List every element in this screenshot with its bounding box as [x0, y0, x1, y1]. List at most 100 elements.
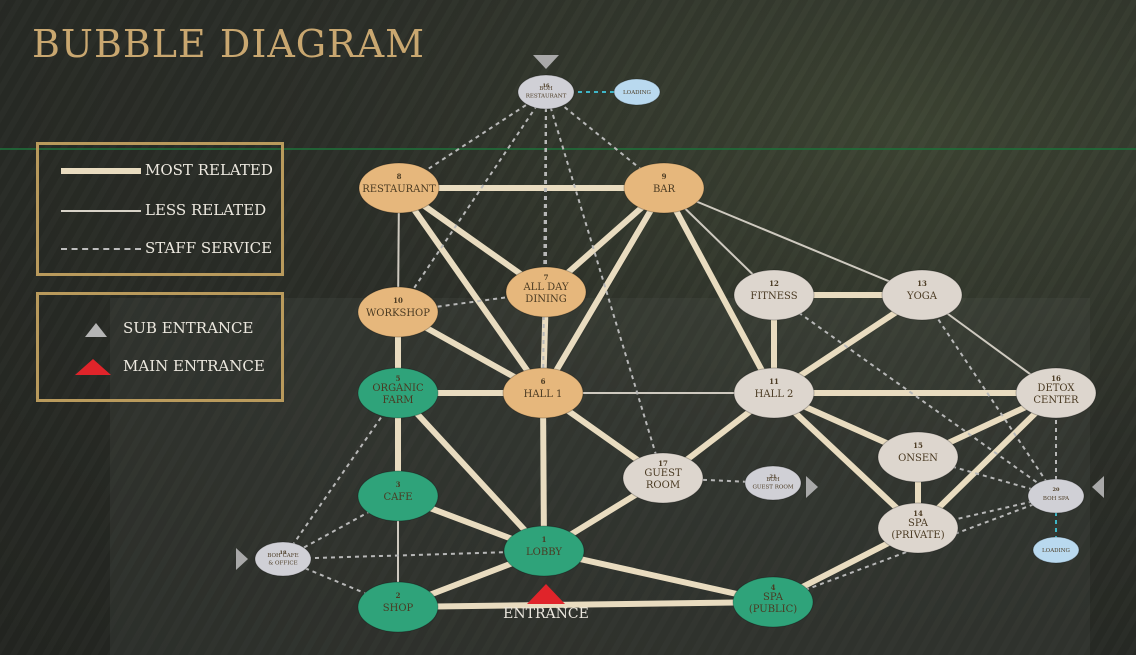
link-most-organic_farm-lobby — [395, 390, 547, 554]
bubble-shape — [357, 367, 439, 419]
page-title: BUBBLE DIAGRAM — [32, 22, 426, 66]
bubble-label: HALL 1 — [524, 389, 563, 400]
bubble-label: CAFE — [383, 492, 412, 503]
bubble-label: (PRIVATE) — [891, 530, 944, 541]
bubble-label: CENTER — [1033, 395, 1079, 406]
bubble-label: LOADING — [623, 90, 651, 96]
bubble-number: 3 — [396, 480, 401, 489]
sub-entrance-icon — [236, 548, 248, 570]
bubble-label: GUEST ROOM — [752, 485, 793, 491]
bubble-label: ONSEN — [898, 453, 938, 464]
legend-relations: MOST RELATED LESS RELATED STAFF SERVICE — [36, 142, 284, 276]
nodes-layer: 16BOHRESTAURANTLOADING8RESTAURANT9BAR7AL… — [254, 74, 1097, 633]
legend-most-related-label: MOST RELATED — [145, 161, 273, 179]
bubble-label: FARM — [382, 395, 413, 406]
bubble-label: DINING — [525, 294, 566, 305]
link-staff-boh_restaurant-hall1 — [542, 91, 547, 394]
bubble-label: BAR — [653, 184, 676, 195]
link-most-hall1-lobby — [540, 392, 547, 552]
bubble-label: (PUBLIC) — [749, 604, 797, 615]
bubble-number: 14 — [913, 509, 923, 518]
bubble-shape — [1027, 478, 1085, 514]
bubble-label: ALL DAY — [522, 282, 569, 293]
bubble-number: 12 — [769, 279, 779, 288]
legend-staff-service-label: STAFF SERVICE — [145, 239, 273, 257]
main-entrance-icon — [527, 584, 565, 604]
bubble-shape — [733, 269, 815, 321]
bubble-shape — [357, 470, 439, 522]
bubble-label: HALL 2 — [755, 389, 794, 400]
divider-line — [0, 148, 1136, 150]
bubble-shape — [503, 525, 585, 577]
staff-service-line-icon — [61, 248, 141, 250]
bubble-shape — [622, 452, 704, 504]
bubble-label: RESTAURANT — [362, 184, 436, 195]
bubble-number: 16 — [543, 83, 550, 89]
bubble-number: 1 — [542, 535, 547, 544]
bubble-label: BOH — [766, 477, 780, 483]
sub-entrance-icon — [806, 476, 818, 498]
bubble-label: GUEST — [644, 468, 682, 479]
bubble-shape — [517, 74, 575, 110]
less-related-line-icon — [61, 210, 141, 212]
bubble-number: 20 — [1053, 487, 1060, 493]
main-entrance-icon — [75, 359, 111, 375]
bubble-number: 17 — [658, 459, 668, 468]
legend-main-entrance: MAIN ENTRANCE — [39, 355, 281, 379]
bubble-label: FITNESS — [750, 291, 797, 302]
link-staff-boh_spa-fitness — [773, 294, 1057, 497]
bubble-number: 8 — [397, 172, 402, 181]
bubble-number: 2 — [396, 591, 401, 600]
bubble-number: 9 — [662, 172, 667, 181]
bubble-label: YOGA — [906, 291, 938, 302]
bubble-shape — [881, 269, 963, 321]
link-most-hall2-spa_private — [771, 390, 921, 531]
link-staff-boh_cafe-cafe — [282, 495, 399, 560]
legend-less-related: LESS RELATED — [39, 199, 281, 223]
link-most-detox-spa_private — [915, 390, 1059, 531]
entrance-markers — [236, 55, 1104, 604]
sub-entrance-icon — [1092, 476, 1104, 498]
bubble-number: 18 — [280, 550, 287, 556]
bubble-label: LOBBY — [526, 547, 562, 558]
bubble-loading-top: LOADING — [613, 78, 661, 106]
bubble-shape — [732, 576, 814, 628]
bubble-number: 6 — [541, 377, 546, 386]
bubble-shape — [623, 162, 705, 214]
link-most-restaurant-hall1 — [396, 186, 546, 395]
legend-entrances: SUB ENTRANCE MAIN ENTRANCE — [36, 292, 284, 402]
bubble-shape — [613, 78, 661, 106]
bubble-label: ORGANIC — [372, 383, 424, 394]
bubble-label: & OFFICE — [268, 561, 297, 567]
legend-sub-entrance-label: SUB ENTRANCE — [123, 319, 254, 337]
sub-entrance-icon — [85, 323, 107, 337]
bubble-number: 21 — [770, 474, 777, 480]
bubble-shape — [505, 266, 587, 318]
bubble-shape — [1015, 367, 1097, 419]
bubble-label: BOH SPA — [1043, 496, 1070, 502]
bubble-number: 13 — [917, 279, 927, 288]
link-staff-boh_restaurant-bar — [545, 91, 665, 189]
bubble-shape — [744, 465, 802, 501]
link-staff-boh_cafe-lobby — [282, 550, 545, 560]
link-staff-boh_spa-spa_public — [772, 495, 1057, 603]
bubble-label: WORKSHOP — [366, 308, 430, 319]
bubble-label: BOH — [539, 86, 553, 92]
bubble-number: 11 — [769, 377, 779, 386]
